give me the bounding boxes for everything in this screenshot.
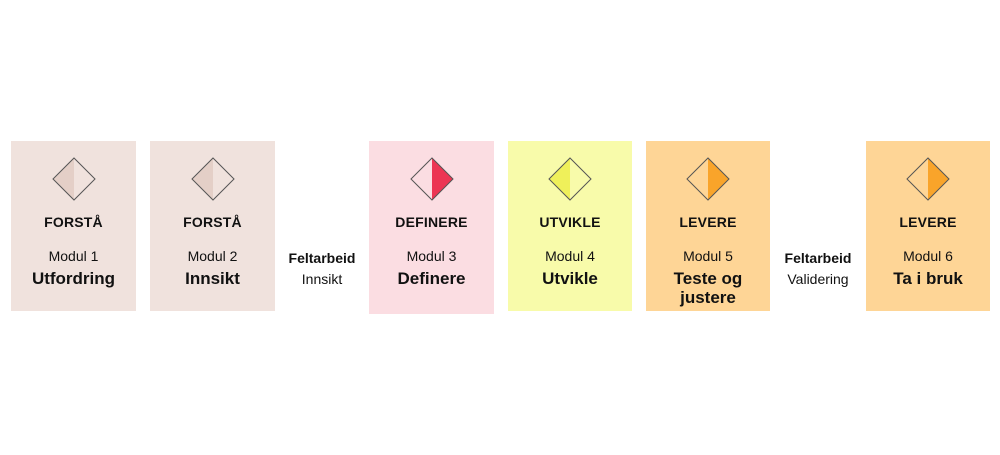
phase-label: FORSTÅ (44, 214, 103, 230)
fieldwork-validation: Feltarbeid Validering (763, 250, 873, 288)
module-number: Modul 2 (187, 248, 238, 264)
diamond-icon (686, 157, 730, 201)
diamond-icon (190, 157, 235, 201)
module-number: Modul 1 (48, 248, 99, 264)
phase-label: UTVIKLE (539, 214, 601, 230)
module-card-1: FORSTÅ Modul 1 Utfordring (11, 141, 136, 311)
diamond-icon (548, 157, 592, 201)
module-card-4: UTVIKLE Modul 4 Utvikle (508, 141, 632, 311)
fieldwork-insight: Feltarbeid Innsikt (267, 250, 377, 288)
module-number: Modul 6 (903, 248, 953, 264)
module-number: Modul 5 (683, 248, 733, 264)
module-number: Modul 4 (545, 248, 595, 264)
fieldwork-subtitle: Validering (787, 271, 849, 287)
diamond-icon (51, 157, 96, 201)
module-title: Definere (397, 269, 466, 288)
module-title: Utvikle (542, 269, 598, 288)
module-number: Modul 3 (406, 248, 457, 264)
phase-label: LEVERE (899, 214, 957, 230)
module-card-3: DEFINERE Modul 3 Definere (369, 141, 494, 314)
fieldwork-title: Feltarbeid (288, 250, 356, 266)
module-title: Utfordring (31, 269, 116, 288)
module-card-6: LEVERE Modul 6 Ta i bruk (866, 141, 990, 311)
fieldwork-subtitle: Innsikt (301, 271, 343, 287)
phase-label: FORSTÅ (183, 214, 242, 230)
diamond-icon (409, 157, 454, 201)
phase-label: LEVERE (679, 214, 737, 230)
fieldwork-title: Feltarbeid (784, 250, 852, 266)
module-card-5: LEVERE Modul 5 Teste og justere (646, 141, 770, 311)
phase-label: DEFINERE (395, 214, 468, 230)
module-title: Innsikt (185, 269, 240, 288)
module-title: Ta i bruk (893, 269, 963, 288)
module-title: Teste og justere (673, 269, 743, 307)
module-card-2: FORSTÅ Modul 2 Innsikt (150, 141, 275, 311)
diamond-icon (906, 157, 950, 201)
